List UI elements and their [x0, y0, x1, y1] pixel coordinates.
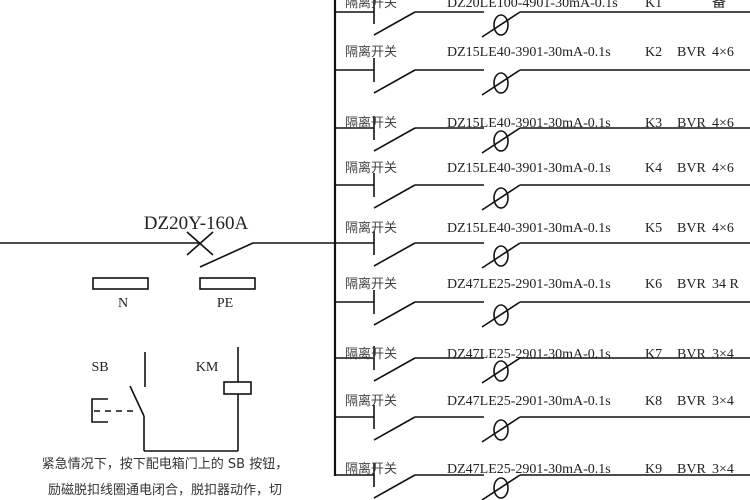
circuit-id-label: K2 [645, 45, 662, 60]
rcd-breaker-symbol [493, 187, 509, 209]
sb-contact-moving [129, 385, 145, 417]
cable-size-label: 4×6 [712, 221, 734, 236]
rcd-breaker-symbol [493, 477, 509, 499]
rcd-breaker-contact [481, 357, 521, 384]
cable-type-label: BVR [677, 347, 706, 362]
cable-type-label: BVR [677, 45, 706, 60]
pe-terminal-bar [199, 277, 256, 290]
n-terminal-bar [92, 277, 149, 290]
circuit-id-label: K7 [645, 347, 662, 362]
circuit-id-label: K3 [645, 116, 662, 131]
km-label: KM [196, 360, 219, 375]
pe-label: PE [217, 296, 233, 311]
isolator-label: 隔离开关 [345, 0, 397, 11]
breaker-model-label: DZ47LE25-2901-30mA-0.1s [447, 394, 611, 409]
isolator-blade [373, 357, 416, 382]
rcd-breaker-contact [481, 242, 521, 269]
circuit-id-label: K6 [645, 277, 662, 292]
cable-type-label: BVR [677, 462, 706, 477]
isolator-blade [373, 184, 416, 209]
cable-type-label: BVR [677, 161, 706, 176]
breaker-model-label: DZ15LE40-3901-30mA-0.1s [447, 45, 611, 60]
cable-type-label: BVR [677, 116, 706, 131]
rcd-breaker-contact [481, 474, 521, 500]
n-label: N [118, 296, 128, 311]
cable-size-label: 3×4 [712, 394, 734, 409]
cable-type-label: BVR [677, 394, 706, 409]
rcd-breaker-symbol [493, 419, 509, 441]
breaker-model-label: DZ15LE40-3901-30mA-0.1s [447, 221, 611, 236]
cable-size-label: 4×6 [712, 116, 734, 131]
breaker-model-label: DZ15LE40-3901-30mA-0.1s [447, 161, 611, 176]
rcd-breaker-contact [481, 69, 521, 96]
caption-line-1: 紧急情况下，按下配电箱门上的 SB 按钮， [42, 456, 288, 472]
breaker-cross-mark [186, 231, 214, 256]
breaker-model-label: DZ20LE100-4901-30mA-0.1s [447, 0, 618, 11]
isolator-blade [373, 301, 416, 326]
rcd-breaker-symbol [493, 360, 509, 382]
circuit-id-label: K9 [645, 462, 662, 477]
isolator-blade [373, 11, 416, 36]
rcd-breaker-contact [481, 11, 521, 38]
isolator-blade [373, 69, 416, 94]
isolator-blade [373, 127, 416, 152]
isolator-label: 隔离开关 [345, 160, 397, 176]
breaker-model-label: DZ15LE40-3901-30mA-0.1s [447, 116, 611, 131]
breaker-contact [199, 242, 254, 268]
cable-type-label: BVR [677, 221, 706, 236]
breaker-model-label: DZ47LE25-2901-30mA-0.1s [447, 277, 611, 292]
rcd-breaker-contact [481, 184, 521, 211]
cable-size-label: 3×4 [712, 462, 734, 477]
isolator-label: 隔离开关 [345, 115, 397, 131]
isolator-label: 隔离开关 [345, 346, 397, 362]
circuit-id-label: K1 [645, 0, 662, 11]
cable-type-label: BVR [677, 277, 706, 292]
breaker-model-label: DZ47LE25-2901-30mA-0.1s [447, 347, 611, 362]
rcd-breaker-symbol [493, 245, 509, 267]
circuit-id-label: K8 [645, 394, 662, 409]
cable-size-label: 3×4 [712, 347, 734, 362]
isolator-label: 隔离开关 [345, 461, 397, 477]
isolator-label: 隔离开关 [345, 276, 397, 292]
circuit-id-label: K5 [645, 221, 662, 236]
isolator-label: 隔离开关 [345, 393, 397, 409]
rcd-breaker-contact [481, 127, 521, 154]
cable-size-label: 4×6 [712, 45, 734, 60]
rcd-breaker-symbol [493, 72, 509, 94]
breaker-model-label: DZ47LE25-2901-30mA-0.1s [447, 462, 611, 477]
caption-line-2: 励磁脱扣线圈通电闭合，脱扣器动作，切 [48, 483, 282, 498]
rcd-breaker-symbol [493, 130, 509, 152]
push-button-icon [91, 398, 108, 423]
isolator-blade [373, 242, 416, 267]
isolator-label: 隔离开关 [345, 220, 397, 236]
rcd-breaker-contact [481, 301, 521, 328]
cable-size-label: 34 R [712, 277, 740, 292]
cable-size-label: 4×6 [712, 161, 734, 176]
rcd-breaker-symbol [493, 304, 509, 326]
sb-label: SB [91, 360, 108, 375]
rcd-breaker-symbol [493, 14, 509, 36]
isolator-blade [373, 416, 416, 441]
main-breaker-label: DZ20Y-160A [144, 213, 249, 234]
circuit-id-label: K4 [645, 161, 662, 176]
cable-size-label: 备 [712, 0, 726, 11]
rcd-breaker-contact [481, 416, 521, 443]
isolator-blade [373, 474, 416, 499]
km-coil [223, 381, 252, 395]
isolator-label: 隔离开关 [345, 44, 397, 60]
